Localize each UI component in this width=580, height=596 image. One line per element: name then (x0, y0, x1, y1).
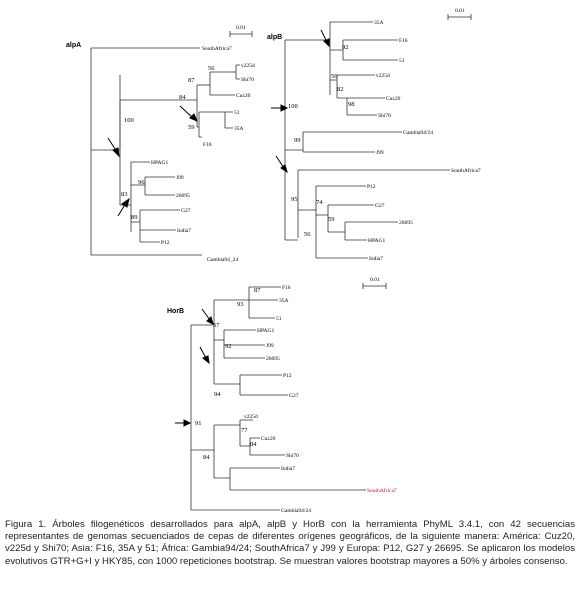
alpA-bootstrap: 89 (131, 214, 138, 221)
horB-leaf-southafrica: SouthAfrica7 (367, 487, 397, 494)
alpA-leaf: 51 (234, 110, 240, 116)
alpA-leaf: Gambia94_24 (207, 257, 238, 263)
horB-bootstrap: 77 (241, 427, 248, 434)
alpB-scale-label: 0.01 (455, 8, 465, 14)
alpB-bootstrap: 95 (291, 196, 298, 203)
horB-tree-branches (190, 286, 366, 511)
horB-leaf: F16 (282, 285, 291, 291)
alpA-leaf: F16 (203, 142, 212, 148)
alpB-leaf: P12 (367, 184, 376, 190)
alpA-leaf: G27 (181, 208, 191, 214)
figure-caption: Figura 1. Árboles filogenéticos desarrol… (5, 519, 575, 567)
horB-leaf: 51 (276, 316, 282, 322)
alpB-leaf: F16 (399, 38, 408, 44)
horB-bootstrap: 84 (203, 454, 210, 461)
arrow-icon (179, 105, 198, 122)
arrow-icon (117, 197, 130, 217)
alpA-leaf: v225d (241, 63, 255, 69)
horB-leaf: Gambia94/24 (281, 508, 311, 514)
alpB-bootstrap: 82 (337, 86, 344, 93)
alpA-leaf: HPAG1 (151, 160, 168, 166)
alpB-leaf: 51 (399, 58, 405, 64)
alpA-leaf: 26695 (176, 193, 190, 199)
alpA-leaf: J99 (176, 175, 184, 181)
alpA-bootstrap: 83 (121, 191, 128, 198)
alpB-bootstrap: 74 (316, 199, 323, 206)
arrow-icon (199, 346, 210, 365)
arrow-icon (275, 155, 288, 174)
alpB-bootstrap: 56 (331, 73, 338, 80)
alpB-leaf: Cuz20 (386, 96, 401, 102)
alpB-bootstrap: 59 (328, 216, 335, 223)
alpB-bootstrap: 92 (342, 44, 349, 51)
horB-leaf: Cuz20 (261, 436, 276, 442)
arrow-icon (271, 104, 289, 112)
alpB-leaf: J99 (376, 150, 384, 156)
alpB-bootstrap: 99 (294, 137, 301, 144)
alpA-bootstrap: 84 (179, 94, 186, 101)
horB-bootstrap: 57 (213, 322, 220, 329)
alpB-leaf: India7 (369, 256, 383, 262)
alpA-bootstrap: 100 (124, 117, 134, 124)
alpA-bootstrap: 87 (188, 77, 195, 84)
alpB-bootstrap: 56 (304, 231, 311, 238)
horB-leaf: v225d (244, 414, 258, 420)
horB-bootstrap: 92 (225, 343, 232, 350)
alpB-leaf: SouthAfrica7 (451, 167, 481, 174)
alpA-leaf: India7 (177, 228, 191, 234)
alpA-tree-branches (90, 31, 253, 256)
horB-leaf: P12 (283, 373, 292, 379)
arrow-icon (107, 137, 120, 158)
horB-leaf: Shi70 (286, 453, 299, 459)
horB-bootstrap: 93 (237, 301, 244, 308)
horB-leaf: India7 (281, 466, 295, 472)
annotation-arrows (107, 29, 330, 427)
alpB-title: alpB (267, 34, 282, 41)
horB-bootstrap: 84 (250, 441, 257, 448)
alpA-leaf: Cuz20 (236, 93, 251, 99)
arrow-icon (175, 419, 192, 427)
alpB-leaf: G27 (375, 203, 385, 209)
alpB-tree-branches (284, 14, 472, 289)
arrow-icon (320, 29, 330, 48)
alpB-scale-label: 0.01 (370, 277, 380, 283)
alpB-leaf: Gambia94/24 (403, 130, 433, 136)
alpA-scale-label: 0.01 (236, 25, 246, 31)
horB-leaf: J99 (266, 343, 274, 349)
horB-bootstrap: 94 (214, 391, 221, 398)
alpB-bootstrap: 98 (348, 101, 355, 108)
arrow-icon (201, 308, 214, 325)
alpB-leaf: 35A (374, 20, 384, 26)
alpA-bootstrap: 96 (138, 179, 145, 186)
alpA-leaf: SouthAfrica7 (202, 45, 232, 52)
horB-bootstrap: 87 (254, 287, 261, 294)
alpB-leaf: 26695 (399, 220, 413, 226)
alpA-leaf: 35A (234, 126, 244, 132)
horB-leaf: HPAG1 (257, 328, 274, 334)
horB-leaf: 35A (279, 298, 289, 304)
alpA-title: alpA (66, 42, 81, 49)
alpB-leaf: v225d (376, 73, 390, 79)
alpA-leaf: P12 (161, 240, 170, 246)
alpA-bootstrap: 56 (208, 65, 215, 72)
horB-leaf: G27 (289, 393, 299, 399)
alpB-bootstrap: 100 (288, 103, 298, 110)
horB-bootstrap: 91 (195, 420, 202, 427)
alpB-leaf: HPAG1 (368, 238, 385, 244)
horB-title: HorB (167, 308, 184, 315)
alpA-bootstrap: 59 (188, 124, 195, 131)
horB-leaf: 26695 (266, 356, 280, 362)
alpB-leaf: Shi70 (378, 113, 391, 119)
alpA-leaf: Shi70 (241, 77, 254, 83)
